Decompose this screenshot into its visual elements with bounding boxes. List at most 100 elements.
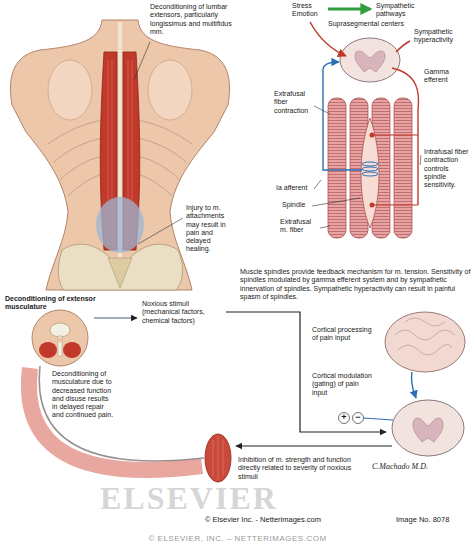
sympathetic-pathway [396,41,410,52]
spindle-circuit [310,9,421,238]
callout-note: Ia afferent [276,184,320,192]
nerve-path [39,366,204,461]
copyright-banner: © ELSEVIER, INC. – NETTERIMAGES.COM [0,534,475,543]
gray-matter [355,51,385,72]
descending-modulation [411,372,416,398]
callout-note: Extrafusal m. fiber [280,218,320,235]
leader-line [314,106,330,114]
gamma-efferent [392,68,419,205]
callout-note-holder: Cortical processing of pain input [312,326,374,343]
callout-note: Gamma efferent [424,68,470,85]
callout-note-holder: Intrafusal fiber contraction controls sp… [424,148,472,189]
lumbar-region [96,197,144,253]
callout-note-holder: Spindle [282,201,322,209]
scapula [148,60,192,120]
leader-line [134,42,150,80]
callout-note: Cortical modulation (gating) of pain inp… [312,372,374,397]
gyri [395,318,455,355]
gamma-branch [374,134,418,135]
callout-note-holder: Stress Emotion [292,2,326,19]
callout-note-holder: Ia afferent [276,184,320,192]
callout-note: Spindle [282,201,322,209]
callout-note: Inhibition of m. strength and function d… [238,456,370,481]
leader-line [314,180,321,189]
panel-caption: Deconditioning of extensor musculature [5,295,135,312]
image-number-holder: Image No. 8078 [396,516,468,525]
callout-note: Noxious stimuli (mechanical factors, che… [142,300,224,325]
spinal-cord-section [392,400,464,456]
callout-note: Sympathetic hyperactivity [414,28,472,45]
gamma-branch [374,204,418,205]
callout-note-holder: Sympathetic hyperactivity [414,28,472,45]
rib [138,174,172,196]
vertebra [50,323,70,337]
sign-symbol: + [339,412,349,423]
watermark-holder: ELSEVIER [100,482,310,514]
explanatory-note-holder: Muscle spindles provide feedback mechani… [240,268,472,301]
callout-note-holder: Extrafusal m. fiber [280,218,320,235]
sign-symbol-holder: − [353,412,363,423]
explanatory-note: Muscle spindles provide feedback mechani… [240,268,472,301]
green-arrow [328,8,370,11]
leader-line [420,155,421,165]
leader-line [320,226,330,228]
modulation-line [363,418,393,420]
copyright-banner-holder: © ELSEVIER, INC. – NETTERIMAGES.COM [0,534,475,543]
callout-note: Deconditioning of lumbar extensors, part… [150,3,236,36]
callout-note: Deconditioning of musculature due to dec… [52,370,114,420]
callout-note-holder: Gamma efferent [424,68,470,85]
scapula [48,60,92,120]
muscle-striations [213,436,223,480]
descending-pathway [310,22,346,56]
gyrus [395,330,455,340]
leader-lines [312,106,421,228]
copyright-note-holder: © Elsevier Inc. - Netterimages.com [205,516,355,525]
copyright-note: © Elsevier Inc. - Netterimages.com [205,516,355,525]
spinal-cord-section [340,38,400,82]
spinal-canal [58,338,63,343]
callout-note: Suprasegmental centers [328,20,412,28]
callout-note-holder: Deconditioning of lumbar extensors, part… [150,3,236,36]
gray-matter [413,418,443,442]
coil [362,162,378,166]
callout-note: Sympathetic pathways [376,2,426,19]
callout-note-holder: Extrafusal fiber contraction [274,90,320,115]
callout-note: Stress Emotion [292,2,326,19]
gyrus [405,318,445,326]
callout-note-holder: Sympathetic pathways [376,2,426,19]
sign-symbol-holder: + [339,412,349,423]
muscle-fibers [328,98,412,238]
coil [362,172,378,176]
callout-note-holder: Inhibition of m. strength and function d… [238,456,370,481]
sign-circle [339,413,350,424]
watermark: ELSEVIER [100,482,310,514]
muscle-section [63,342,81,358]
callout-note-holder: Injury to m. attachments may result in p… [186,204,236,254]
leader-line [312,198,360,206]
sacrum [108,258,132,288]
noxious-arrow [94,317,137,318]
spinous-process [58,336,62,356]
motor-endplate [370,203,375,208]
sign-circle [353,413,364,424]
muscle-band [29,368,202,470]
panel-caption-holder: Deconditioning of extensor musculature [5,295,135,312]
leader-line [138,218,183,244]
back-cross-section [32,310,88,366]
striation [328,98,346,238]
ia-afferent [323,62,362,170]
muscle-section [39,342,57,358]
extrafusal-fiber [328,98,346,238]
callout-note: Extrafusal fiber contraction [274,90,320,115]
striation [213,440,214,476]
gyrus [398,344,452,355]
coil [362,167,378,171]
callout-note-holder: Deconditioning of musculature due to dec… [52,370,114,420]
image-number: Image No. 8078 [396,516,468,525]
callout-note-holder: Cortical modulation (gating) of pain inp… [312,372,374,397]
muscle [205,434,231,482]
extrafusal-fiber [394,98,412,238]
callout-note: Intrafusal fiber contraction controls sp… [424,148,472,189]
motor-endplate [370,133,375,138]
